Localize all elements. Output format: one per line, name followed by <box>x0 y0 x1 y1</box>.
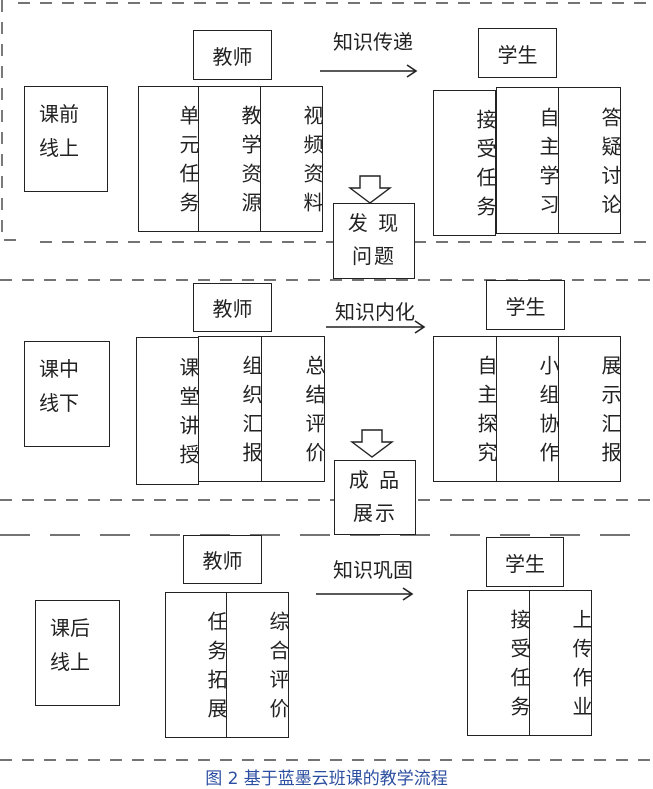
row1-teacher-label: 教师 <box>212 44 253 69</box>
row3-student-box: 学生 <box>486 537 564 587</box>
row1-stage-box: 课前 线上 <box>24 86 108 192</box>
row2-teacher-label: 教师 <box>212 297 253 321</box>
row2-stage-label: 课中 线下 <box>39 357 79 415</box>
row2-transition-box: 成 品 展示 <box>334 460 416 535</box>
row3-stage-label: 课后 线上 <box>50 616 90 674</box>
row1-arrow-label: 知识传递 <box>333 30 413 54</box>
row1-bracket <box>1 0 18 241</box>
row1-teacher-item-3: 视频资料 <box>260 86 324 232</box>
row1-transition-box: 发 现 问题 <box>333 203 415 279</box>
row2-teacher-item-1: 课堂讲授 <box>136 337 200 485</box>
row2-down-arrow <box>349 429 395 458</box>
row2-transition-label: 成 品 展示 <box>348 468 402 525</box>
row2-student-item-3: 展示汇报 <box>558 336 622 482</box>
row2-teacher-item-3: 总结评价 <box>261 336 326 482</box>
row3-teacher-item-1: 任务拓展 <box>165 592 228 738</box>
row1-student-item-1: 接受任务 <box>433 90 497 236</box>
row1-transition-label: 发 现 问题 <box>347 211 401 268</box>
row3-student-item-1: 接受任务 <box>467 590 531 736</box>
row1-teacher-item-1: 单元任务 <box>138 86 200 232</box>
row3-stage-box: 课后 线上 <box>35 600 120 706</box>
row1-teacher-item-2: 教学资源 <box>198 86 262 232</box>
row2-student-item-1: 自主探究 <box>433 336 498 482</box>
row3-teacher-item-2: 综合评价 <box>226 592 290 738</box>
row2-stage-box: 课中 线下 <box>24 341 110 447</box>
row1-student-label: 学生 <box>497 42 538 67</box>
row1-teacher-box: 教师 <box>193 30 272 80</box>
row1-arrow <box>320 64 418 78</box>
row1-student-item-2: 自主学习 <box>496 87 560 234</box>
row1-student-box: 学生 <box>478 28 557 78</box>
row2-teacher-item-2: 组织汇报 <box>198 336 263 482</box>
row2-arrow <box>326 320 426 334</box>
row3-student-label: 学生 <box>505 551 545 576</box>
row1-down-arrow <box>347 175 393 204</box>
row3-teacher-box: 教师 <box>183 535 262 584</box>
row3-teacher-label: 教师 <box>202 549 243 573</box>
row3-arrow-label: 知识巩固 <box>333 558 413 582</box>
row2-student-box: 学生 <box>486 280 565 330</box>
row1-student-item-3: 答疑讨论 <box>558 87 622 234</box>
figure-caption: 图 2 基于蓝墨云班课的教学流程 <box>205 769 448 789</box>
row2-student-item-2: 小组协作 <box>496 336 560 482</box>
row2-teacher-box: 教师 <box>193 283 272 332</box>
row1-stage-label: 课前 线上 <box>39 102 79 160</box>
row2-arrow-label: 知识内化 <box>335 300 415 324</box>
row3-arrow <box>316 587 414 601</box>
row3-student-item-2: 上传作业 <box>529 590 593 736</box>
row2-student-label: 学生 <box>505 294 546 319</box>
